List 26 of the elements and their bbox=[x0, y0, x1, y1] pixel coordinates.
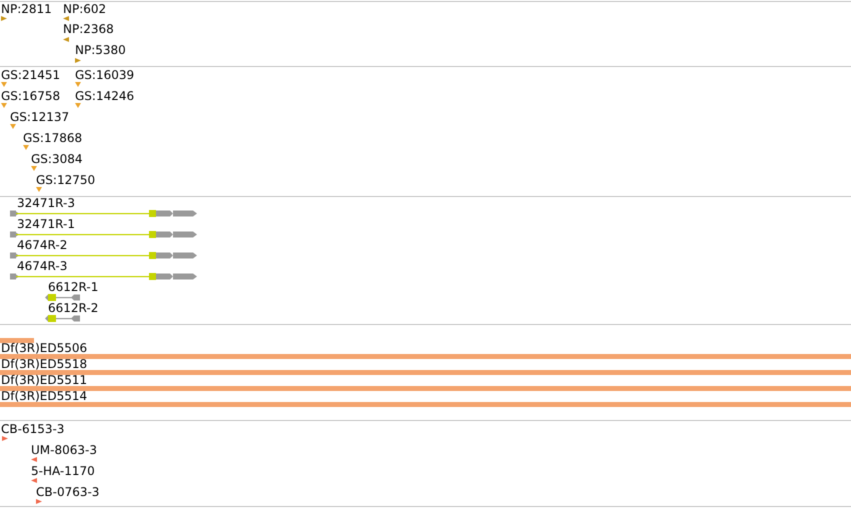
feature-label: 4674R-3 bbox=[17, 261, 68, 272]
feature-label: GS:21451 bbox=[1, 70, 60, 81]
feature-label: CB-6153-3 bbox=[1, 424, 64, 435]
feature-label: Df(3R)ED5518 bbox=[1, 359, 88, 370]
feature-label: 6612R-1 bbox=[48, 282, 98, 293]
feature-label: NP:5380 bbox=[75, 45, 126, 56]
feature-label: GS:12137 bbox=[10, 112, 70, 123]
feature-label: Df(3R)ED5514 bbox=[1, 391, 88, 402]
feature-label: Df(3R)ED5511 bbox=[1, 375, 88, 386]
feature-label: 4674R-2 bbox=[17, 240, 68, 251]
feature-label: CB-0763-3 bbox=[36, 487, 100, 498]
feature-label: GS:14246 bbox=[75, 91, 134, 102]
feature-label: NP:2368 bbox=[63, 24, 114, 35]
feature-label: GS:12750 bbox=[36, 175, 96, 186]
feature-label: NP:602 bbox=[63, 4, 106, 15]
feature-label: GS:16758 bbox=[1, 91, 60, 102]
feature-label: 5-HA-1170 bbox=[31, 466, 95, 477]
feature-label: GS:3084 bbox=[31, 154, 82, 165]
feature-label: UM-8063-3 bbox=[31, 445, 97, 456]
feature-label: 32471R-3 bbox=[17, 198, 75, 209]
feature-label: 6612R-2 bbox=[48, 303, 98, 314]
feature-label: GS:17868 bbox=[23, 133, 82, 144]
feature-label: 32471R-1 bbox=[17, 219, 75, 230]
feature-label: Df(3R)ED5506 bbox=[1, 343, 88, 354]
feature-label: NP:2811 bbox=[1, 4, 52, 15]
feature-label: GS:16039 bbox=[75, 70, 134, 81]
